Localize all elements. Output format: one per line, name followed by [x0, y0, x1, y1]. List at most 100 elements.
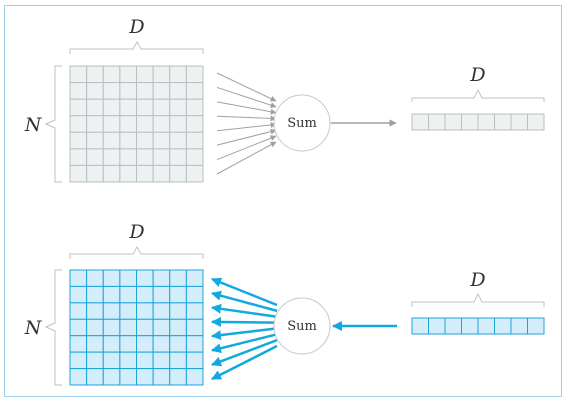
- backward-matrix-cell: [185, 335, 204, 353]
- forward-matrix-cell: [136, 98, 154, 117]
- forward-matrix-cell: [119, 148, 137, 166]
- backward-matrix-cell: [86, 335, 104, 353]
- backward-matrix-cell: [136, 285, 154, 304]
- backward-matrix-cell: [119, 368, 137, 386]
- forward-matrix-cell: [152, 164, 171, 183]
- forward-matrix-cell: [152, 98, 171, 117]
- forward-matrix-cell: [102, 148, 121, 166]
- backward-matrix-cell: [185, 368, 204, 386]
- backward-fan-out-arrows: [211, 277, 278, 381]
- forward-matrix-cell: [136, 65, 154, 84]
- forward-matrix-cell: [169, 131, 187, 150]
- backward-matrix-cell: [169, 302, 187, 320]
- forward-vector-cell: [510, 113, 528, 131]
- backward-matrix-height-label: N: [24, 317, 43, 339]
- forward-vector-cell: [428, 113, 446, 131]
- forward-matrix-cell: [86, 148, 104, 166]
- forward-fan-in-arrows: [216, 72, 277, 175]
- backward-fan-arrow: [211, 327, 278, 341]
- backward-matrix-cell: [86, 285, 104, 304]
- backward-vector-cell: [477, 317, 495, 335]
- backward-sum-circle: [273, 297, 331, 355]
- forward-matrix-cell: [119, 98, 137, 117]
- backward-matrix-width-label: D: [128, 221, 144, 243]
- backward-matrix-cell: [185, 269, 204, 287]
- forward-matrix-cell: [185, 98, 204, 117]
- forward-matrix-cell: [102, 115, 121, 133]
- forward-sum-circle: [273, 94, 331, 152]
- backward-matrix-cell: [136, 368, 154, 386]
- backward-matrix-cell: [136, 302, 154, 320]
- forward-matrix-cell: [185, 82, 204, 100]
- backward-matrix-cell: [119, 318, 137, 337]
- forward-matrix-cell: [185, 164, 204, 183]
- forward-matrix-cell: [169, 82, 187, 100]
- forward-matrix-height-bracket: [44, 65, 62, 183]
- backward-matrix-cell: [119, 285, 137, 304]
- forward-matrix-cell: [69, 148, 88, 166]
- forward-fan-arrow: [216, 115, 277, 122]
- backward-matrix-cell: [169, 318, 187, 337]
- backward-matrix-height-bracket: [44, 269, 62, 386]
- backward-matrix-cell: [152, 335, 171, 353]
- backward-matrix-cell: [169, 285, 187, 304]
- forward-vector-cell: [527, 113, 545, 131]
- backward-matrix-cell: [102, 269, 121, 287]
- backward-matrix-cell: [152, 368, 171, 386]
- backward-matrix-cell: [69, 351, 88, 370]
- backward-matrix-cell: [69, 269, 88, 287]
- backward-matrix-cell: [185, 302, 204, 320]
- forward-vector-cell: [477, 113, 495, 131]
- backward-matrix-cell: [169, 335, 187, 353]
- forward-matrix-cell: [102, 82, 121, 100]
- forward-matrix-cell: [102, 65, 121, 84]
- forward-output-vector: [411, 113, 545, 131]
- forward-matrix-cell: [86, 98, 104, 117]
- backward-gradient-vector: [411, 317, 545, 335]
- forward-matrix-cell: [102, 131, 121, 150]
- backward-matrix-cell: [119, 269, 137, 287]
- forward-matrix-width-label: D: [128, 16, 144, 38]
- backward-fan-arrow: [211, 290, 278, 313]
- backward-matrix-cell: [169, 351, 187, 370]
- forward-matrix-cell: [169, 164, 187, 183]
- backward-matrix-cell: [102, 285, 121, 304]
- forward-vector-cell: [411, 113, 429, 131]
- backward-matrix-cell: [69, 285, 88, 304]
- backward-matrix-cell: [119, 302, 137, 320]
- backward-matrix-cell: [86, 368, 104, 386]
- backward-matrix-cell: [185, 285, 204, 304]
- forward-matrix-height-label: N: [24, 114, 43, 136]
- forward-matrix-cell: [69, 131, 88, 150]
- forward-fan-arrow: [216, 141, 277, 175]
- forward-matrix-cell: [86, 65, 104, 84]
- forward-matrix-cell: [86, 82, 104, 100]
- backward-matrix-cell: [136, 335, 154, 353]
- forward-matrix-cell: [169, 98, 187, 117]
- backward-matrix-cell: [69, 368, 88, 386]
- forward-matrix-cell: [169, 115, 187, 133]
- forward-pass: D N Sum D: [24, 16, 545, 183]
- forward-matrix-cell: [185, 115, 204, 133]
- backward-matrix-cell: [185, 351, 204, 370]
- backward-matrix-cell: [152, 285, 171, 304]
- backward-matrix-cell: [169, 368, 187, 386]
- forward-matrix-cell: [86, 164, 104, 183]
- backward-vector-cell: [510, 317, 528, 335]
- backward-matrix-cell: [152, 302, 171, 320]
- forward-input-matrix: [69, 65, 204, 183]
- forward-vector-cell: [444, 113, 462, 131]
- forward-matrix-cell: [185, 65, 204, 84]
- forward-matrix-cell: [185, 148, 204, 166]
- backward-matrix-cell: [185, 318, 204, 337]
- backward-fan-arrow: [211, 277, 278, 307]
- forward-matrix-cell: [185, 131, 204, 150]
- forward-fan-arrow: [216, 86, 277, 109]
- forward-output-width-label: D: [469, 64, 485, 86]
- backward-matrix-cell: [119, 351, 137, 370]
- forward-matrix-cell: [102, 98, 121, 117]
- forward-fan-arrow: [216, 135, 277, 161]
- backward-fan-arrow: [211, 338, 278, 367]
- backward-matrix-cell: [119, 335, 137, 353]
